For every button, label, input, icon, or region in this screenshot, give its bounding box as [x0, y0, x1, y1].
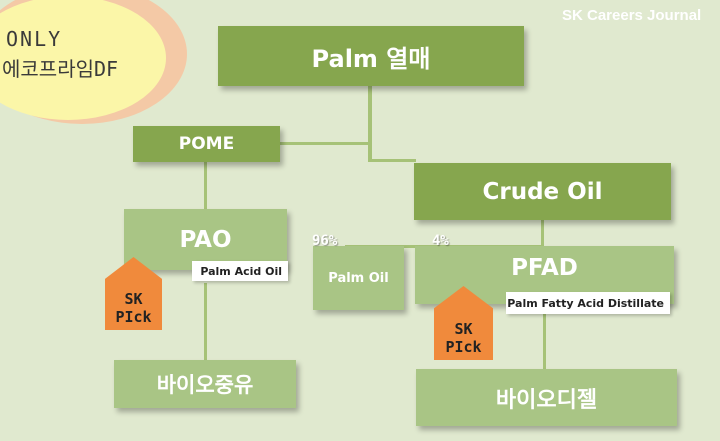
connector: [370, 159, 416, 162]
node-crude-oil-label: Crude Oil: [482, 178, 603, 205]
node-pome-label: POME: [178, 134, 235, 154]
sk-pick-badge-line-1: SK: [454, 320, 473, 338]
node-palm-oil: Palm Oil: [313, 246, 404, 310]
node-bio-diesel: 바이오디젤: [416, 369, 677, 426]
corner-stamp: [0, 0, 190, 130]
node-palm-fruit-label: Palm 열매: [311, 44, 431, 73]
connector: [541, 220, 544, 246]
pao-tag: Palm Acid Oil: [192, 261, 288, 281]
node-palm-fruit: Palm 열매: [218, 26, 524, 86]
node-pfad-label: PFAD: [511, 255, 578, 281]
connector: [280, 142, 372, 145]
stamp-blob-icon: [0, 0, 187, 124]
sk-pick-badge-line-1: SK: [124, 290, 143, 308]
watermark: SK Careers Journal: [562, 7, 702, 24]
node-bio-heavy-oil-label: 바이오중유: [156, 373, 254, 397]
connector: [543, 303, 546, 370]
node-palm-oil-label: Palm Oil: [328, 270, 389, 286]
node-pao: PAO: [124, 209, 287, 270]
node-pao-label: PAO: [179, 226, 232, 253]
node-crude-oil: Crude Oil: [414, 163, 671, 220]
stamp-line-1: ONLY: [6, 27, 63, 51]
node-bio-diesel-label: 바이오디젤: [495, 387, 598, 413]
stamp-line-2: 에코프라임DF: [2, 57, 119, 81]
connector: [204, 283, 207, 361]
node-bio-heavy-oil: 바이오중유: [114, 360, 296, 408]
connector: [368, 86, 372, 162]
percent-pfad: 4%: [432, 233, 449, 249]
pfad-tag: Palm Fatty Acid Distillate: [506, 292, 670, 314]
connector: [204, 162, 207, 210]
sk-pick-badge-line-2: PIck: [115, 308, 152, 326]
sk-pick-badge-line-2: PIck: [445, 338, 482, 356]
percent-palm-oil: 96%: [312, 233, 338, 249]
node-pome: POME: [133, 126, 280, 162]
